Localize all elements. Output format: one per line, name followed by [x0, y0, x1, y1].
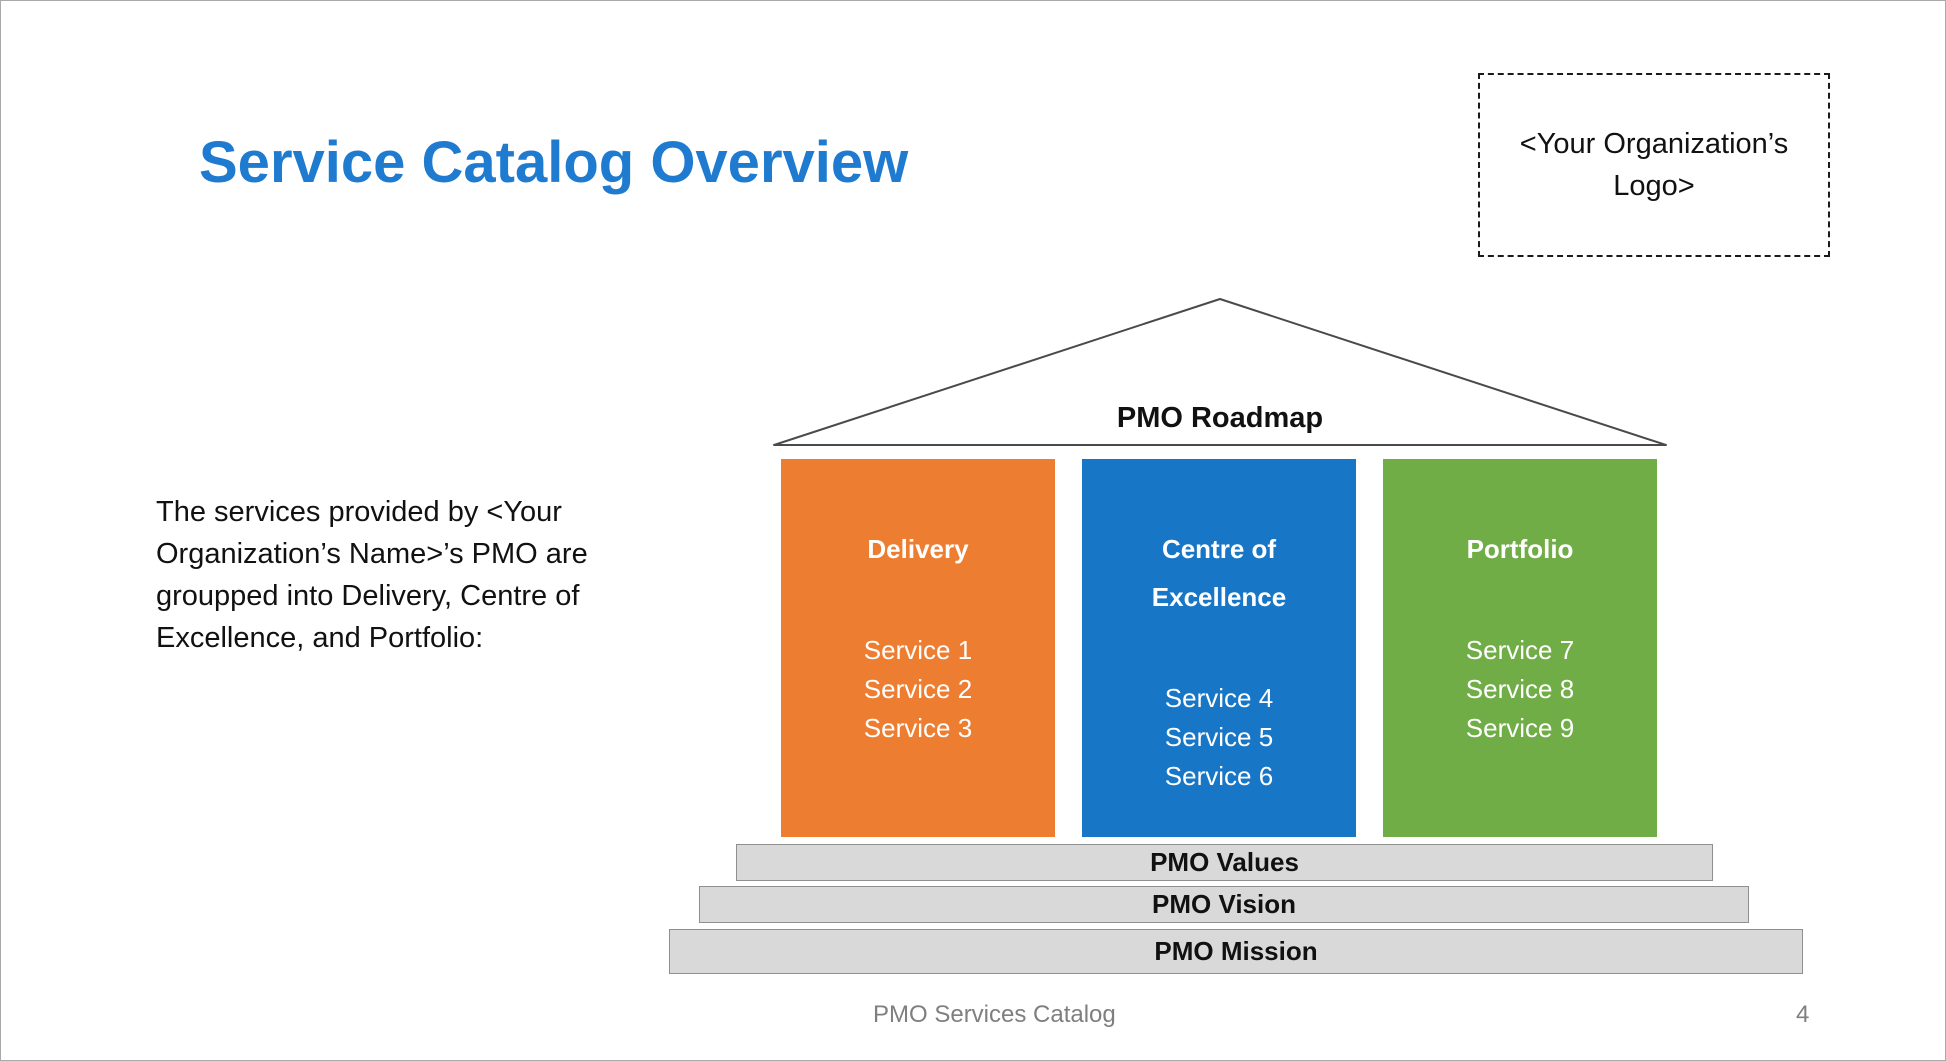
service-item: Service 1: [863, 635, 973, 666]
pillar-delivery-services: Service 1 Service 2 Service 3: [864, 631, 972, 748]
service-item: Service 7: [1465, 635, 1575, 666]
footer-title: PMO Services Catalog: [873, 1001, 1116, 1028]
foundation-step-values-label: PMO Values: [1150, 847, 1299, 877]
roof-shape: PMO Roadmap: [771, 296, 1669, 448]
roof-label: PMO Roadmap: [1116, 402, 1324, 434]
pillar-delivery-title: Delivery: [867, 534, 969, 564]
pillar-centre-of-excellence-title: Centre of Excellence: [1151, 534, 1287, 613]
page-number: 4: [1796, 1001, 1810, 1028]
foundation-step-vision-label: PMO Vision: [1152, 889, 1296, 919]
service-item: Service 9: [1465, 713, 1575, 744]
logo-placeholder-text: <Your Organization’s Logo>: [1519, 127, 1789, 202]
roof-triangle: [773, 298, 1667, 446]
service-item: Service 2: [863, 674, 973, 705]
service-item: Service 8: [1465, 674, 1575, 705]
pillar-delivery: Delivery Service 1 Service 2 Service 3: [781, 459, 1055, 837]
foundation-step-mission-label: PMO Mission: [1154, 936, 1318, 966]
service-item: Service 5: [1164, 722, 1274, 753]
slide-title: Service Catalog Overview: [199, 130, 909, 195]
pillar-group: Delivery Service 1 Service 2 Service 3 C…: [781, 459, 1657, 837]
intro-text: The services provided by <Your Organizat…: [156, 496, 588, 655]
foundation-step-mission: PMO Mission: [669, 929, 1803, 974]
foundation-step-values: PMO Values: [736, 844, 1713, 881]
foundation-step-vision: PMO Vision: [699, 886, 1749, 923]
service-item: Service 6: [1164, 761, 1274, 792]
pillar-portfolio-services: Service 7 Service 8 Service 9: [1466, 631, 1574, 748]
pillar-centre-of-excellence-services: Service 4 Service 5 Service 6: [1165, 679, 1273, 796]
service-item: Service 3: [863, 713, 973, 744]
logo-placeholder: <Your Organization’s Logo>: [1478, 73, 1830, 257]
pillar-centre-of-excellence: Centre of Excellence Service 4 Service 5…: [1082, 459, 1356, 837]
pillar-portfolio-title: Portfolio: [1466, 534, 1574, 564]
pillar-portfolio: Portfolio Service 7 Service 8 Service 9: [1383, 459, 1657, 837]
service-item: Service 4: [1164, 683, 1274, 714]
